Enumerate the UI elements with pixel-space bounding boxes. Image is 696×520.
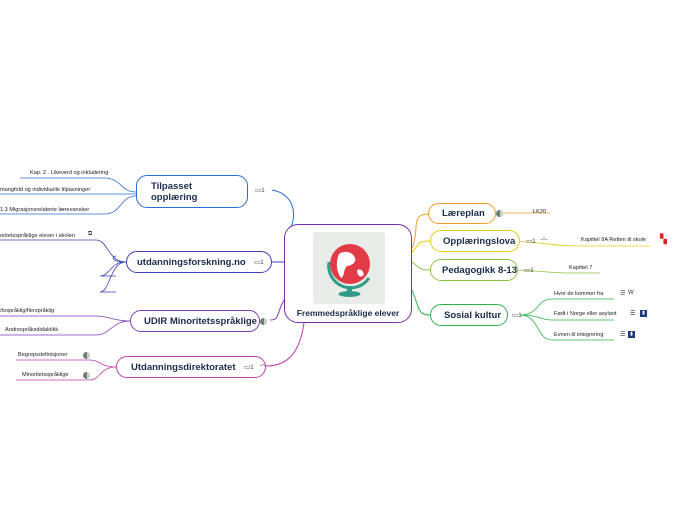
globe-icon xyxy=(313,232,385,304)
leaf-evnen[interactable]: Evnen til integrering xyxy=(554,332,603,338)
leaf-begrep[interactable]: Begrepsdefinisjoner xyxy=(18,352,67,358)
branch-udir[interactable]: UDIR Minoritetsspråklige xyxy=(130,310,260,332)
flag-icon: ▚ xyxy=(660,234,667,245)
branch-label: Læreplan xyxy=(442,208,485,219)
app-icon[interactable]: ▮ xyxy=(628,331,635,338)
connector-begrep xyxy=(16,360,116,367)
connector-oritet xyxy=(0,240,126,262)
branch-pedagogikk[interactable]: Pedagogikk 8-13 xyxy=(430,259,518,281)
wikipedia-icon[interactable]: W xyxy=(628,290,634,296)
leaf-andrespraak[interactable]: Andrespråksdidaktikk xyxy=(5,327,58,333)
progress-icon xyxy=(260,318,267,325)
branch-opplaeringslova[interactable]: Opplæringslova xyxy=(430,230,520,252)
leaf-kap2[interactable]: Kap. 2 . Likeverd og inkludering xyxy=(30,170,108,176)
branch-label: Tilpasset opplæring xyxy=(151,181,197,203)
leaf-fodt[interactable]: Født i Norge eller asylant xyxy=(554,311,617,317)
progress-icon xyxy=(83,372,90,379)
leaf-minoritet[interactable]: Minoritetsspråklige xyxy=(22,372,69,378)
branch-label: Utdanningsdirektoratet xyxy=(131,362,236,373)
branch-label: Opplæringslova xyxy=(443,236,515,247)
notes-icon[interactable]: ☰ xyxy=(620,331,625,338)
comment-icon[interactable]: ▭1 xyxy=(526,237,536,245)
leaf-mangfold[interactable]: mangfold og individuelle tilpasninger xyxy=(0,187,90,193)
link-icon[interactable]: ⌒ xyxy=(541,237,547,246)
link-icon[interactable]: ⌒ xyxy=(260,363,266,372)
leaf-kapittel-7[interactable]: Kapittel 7 xyxy=(569,265,592,271)
comment-icon[interactable]: ▭1 xyxy=(512,311,522,319)
connector-utdanningsdirektoratet xyxy=(266,323,304,366)
connector-tospraklig xyxy=(0,316,130,321)
connector-udir xyxy=(270,300,284,320)
external-link-icon[interactable]: ⧉ xyxy=(88,231,92,238)
branch-label: Sosial kultur xyxy=(444,310,501,321)
leaf-kapittel-9a[interactable]: Kapittel 9A Retten til skole xyxy=(581,237,646,243)
progress-icon xyxy=(496,210,503,217)
connector-opplaeringslova xyxy=(412,241,430,252)
branch-label: UDIR Minoritetsspråklige xyxy=(144,316,257,327)
progress-icon xyxy=(83,352,90,359)
branch-label: Pedagogikk 8-13 xyxy=(442,265,517,276)
leaf-lk20[interactable]: LK20 xyxy=(533,209,546,215)
central-topic[interactable]: Fremmedspråklige elever xyxy=(284,224,412,323)
leaf-tospraklig[interactable]: /tospråklig/flerspråklig xyxy=(0,308,54,314)
notes-icon[interactable]: ☰ xyxy=(620,290,625,297)
branch-tilpasset[interactable]: Tilpasset opplæring xyxy=(136,175,248,208)
central-title: Fremmedspråklige elever xyxy=(285,308,411,318)
comment-icon[interactable]: ▭1 xyxy=(244,363,254,371)
notes-icon[interactable]: ☰ xyxy=(630,310,635,317)
branch-utdanningsforskning[interactable]: utdanningsforskning.no xyxy=(126,251,272,273)
leaf-hvor[interactable]: Hvor de kommer fra xyxy=(554,291,603,297)
connector-sosial-kultur xyxy=(412,290,430,315)
comment-icon[interactable]: ▭1 xyxy=(254,258,264,266)
leaf-oritet[interactable]: oritetsspråklige elever i skolen xyxy=(0,233,75,239)
comment-icon[interactable]: ▭1 xyxy=(524,266,534,274)
leaf-1-3[interactable]: 1.3 Migrasjonsrelaterte lærevansker xyxy=(0,207,89,213)
branch-label: utdanningsforskning.no xyxy=(137,257,246,268)
comment-icon[interactable]: ▭1 xyxy=(255,186,265,194)
branch-laereplan[interactable]: Læreplan xyxy=(428,203,496,224)
branch-sosial-kultur[interactable]: Sosial kultur xyxy=(430,304,508,326)
app-icon[interactable]: ▮ xyxy=(640,310,647,317)
connector-pedagogikk xyxy=(412,262,430,270)
connector-utd-3 xyxy=(100,262,126,276)
